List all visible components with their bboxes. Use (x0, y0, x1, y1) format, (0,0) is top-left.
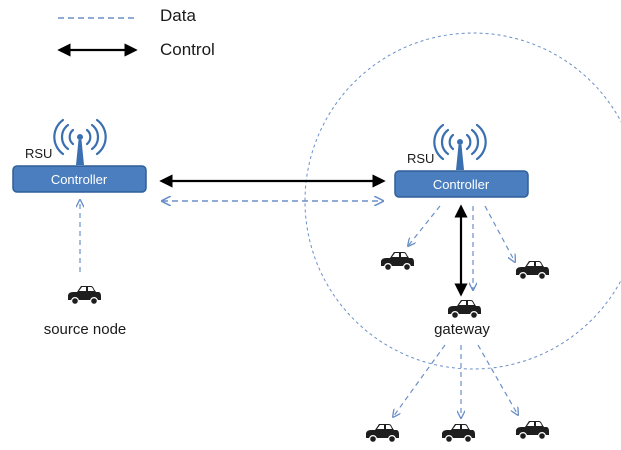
wifi-tower-icon (433, 123, 487, 172)
data-link-car-1 (408, 205, 441, 246)
car-icon (365, 423, 400, 443)
rsu-left: RSU Controller (12, 118, 147, 193)
car-icon (67, 285, 102, 305)
rsu-left-label: RSU (25, 146, 52, 161)
controller-right (394, 170, 529, 198)
legend: Data Control (57, 6, 215, 59)
data-link-car-2 (484, 205, 515, 262)
car-icon (380, 251, 415, 271)
controller-right-label: Controller (433, 177, 490, 192)
car-icon (447, 299, 482, 319)
wifi-tower-icon (53, 118, 107, 167)
source-node-label: source node (44, 321, 127, 338)
controller-left (12, 165, 147, 193)
legend-data-label: Data (160, 6, 196, 25)
data-link-out-1 (393, 344, 446, 417)
legend-control-label: Control (160, 40, 215, 59)
rsu-right: RSU Controller (394, 123, 529, 198)
car-icon (515, 260, 550, 280)
car-icon (441, 423, 476, 443)
rsu-right-label: RSU (407, 151, 434, 166)
controller-left-label: Controller (51, 172, 108, 187)
data-link-out-3 (477, 344, 518, 415)
gateway-label: gateway (434, 321, 490, 338)
car-icon (515, 420, 550, 440)
